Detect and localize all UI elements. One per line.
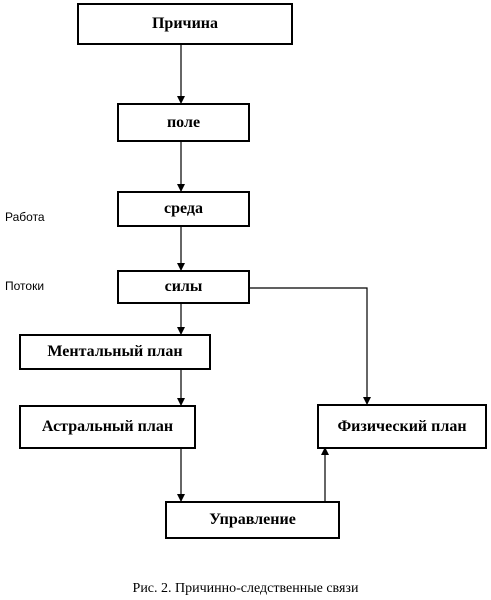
node-forces: силы: [117, 270, 250, 304]
node-astral-plane: Астральный план: [19, 405, 196, 449]
node-mental-plane: Ментальный план: [19, 334, 211, 370]
node-cause: Причина: [77, 3, 293, 45]
figure-caption: Рис. 2. Причинно-следственные связи: [132, 581, 359, 596]
node-physical-plane: Физический план: [317, 404, 487, 449]
label-flows: Потоки: [5, 279, 45, 293]
node-environment: среда: [117, 191, 250, 227]
node-field: поле: [117, 103, 250, 142]
node-control: Управление: [165, 501, 340, 539]
label-work: Работа: [5, 210, 45, 224]
arrow-forces-to-physical: [248, 287, 371, 405]
